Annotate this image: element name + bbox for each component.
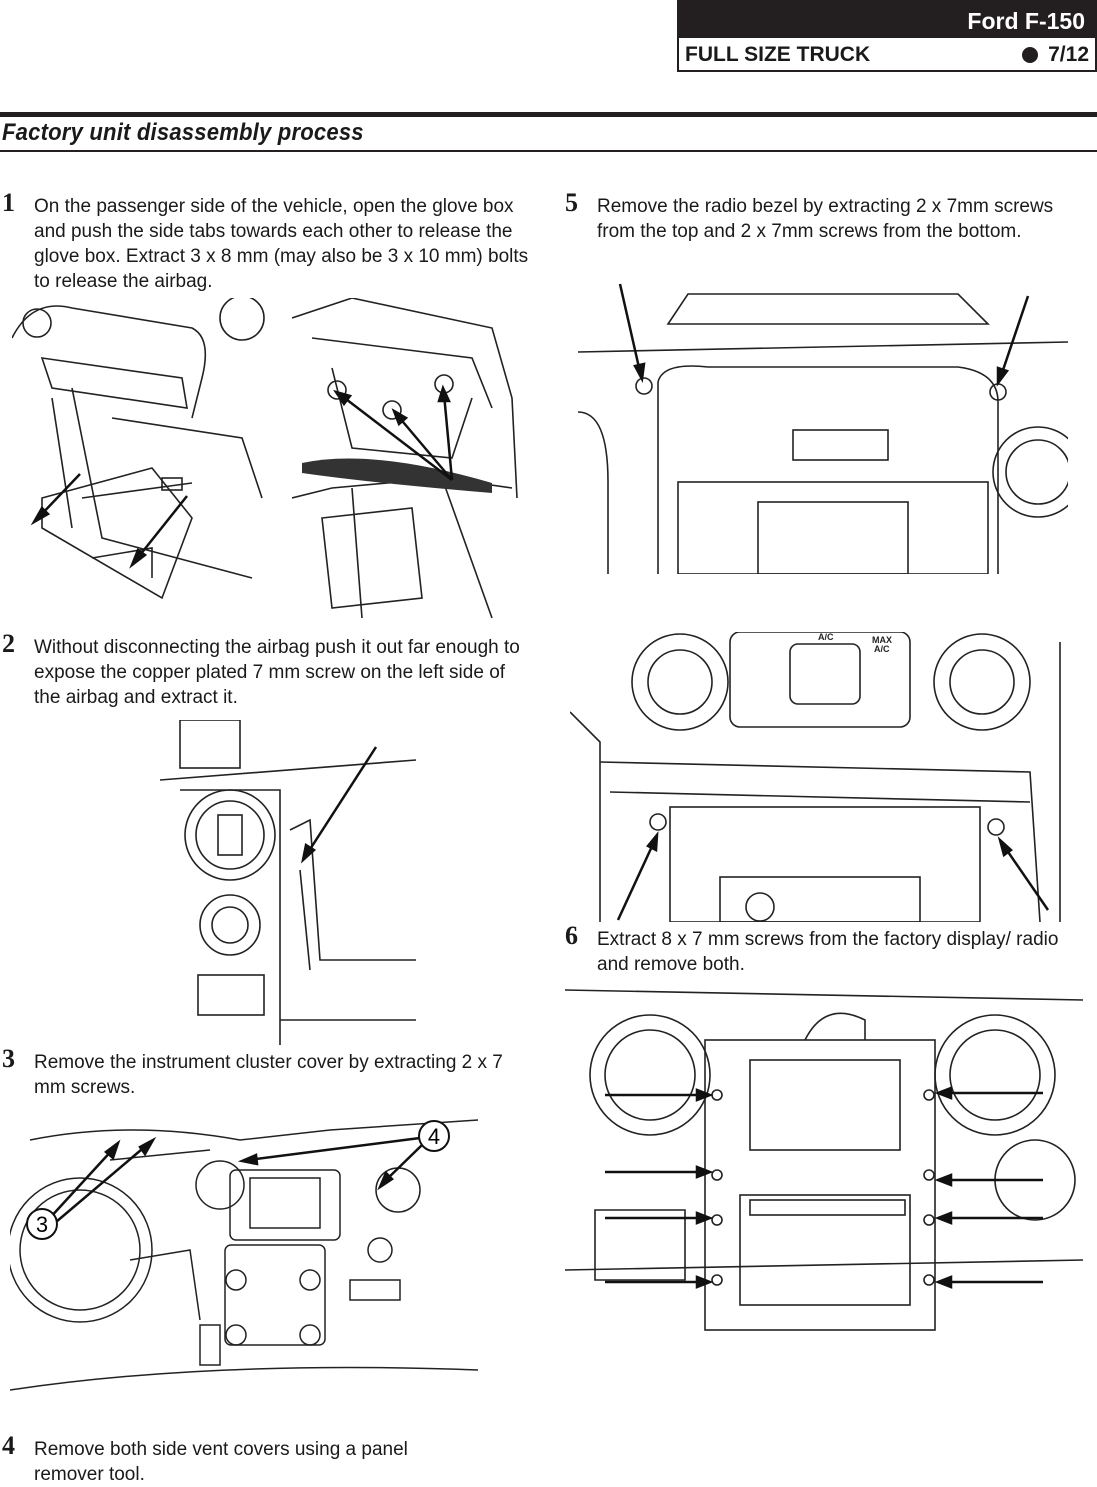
title-rule-bottom bbox=[0, 150, 1097, 152]
bullet-icon bbox=[1022, 47, 1039, 63]
step-number: 3 bbox=[2, 1044, 15, 1073]
radio-bezel-bottom-illustration: A/C MAX A/C bbox=[570, 632, 1061, 922]
vehicle-category: FULL SIZE TRUCK bbox=[685, 43, 871, 66]
callout-3-label: 3 bbox=[36, 1212, 48, 1237]
step-text: Remove the radio bezel by extracting 2 x… bbox=[597, 196, 1054, 242]
ac-label: A/C bbox=[818, 632, 834, 642]
page-number: 7/12 bbox=[1048, 43, 1089, 66]
document-header: Ford F-150 FULL SIZE TRUCK 7/12 bbox=[677, 0, 1097, 72]
radio-bezel-top-illustration bbox=[578, 283, 1068, 574]
callout-3: 3 bbox=[26, 1208, 58, 1240]
callout-4-label: 4 bbox=[428, 1124, 440, 1149]
step-number: 5 bbox=[565, 188, 578, 217]
step-number: 2 bbox=[2, 629, 15, 658]
radio-removal-illustration bbox=[565, 989, 1083, 1331]
header-meta: FULL SIZE TRUCK 7/12 bbox=[679, 38, 1095, 72]
step-text: Extract 8 x 7 mm screws from the factory… bbox=[597, 929, 1059, 975]
airbag-bolts-illustration bbox=[292, 298, 518, 619]
step-text: Without disconnecting the airbag push it… bbox=[34, 637, 520, 708]
step-number: 4 bbox=[2, 1431, 15, 1460]
max-ac-label: A/C bbox=[874, 644, 890, 654]
dashboard-illustration: 4 3 bbox=[10, 1119, 478, 1391]
title-rule-top bbox=[0, 112, 1097, 117]
step-text: On the passenger side of the vehicle, op… bbox=[34, 196, 529, 292]
max-label: MAX bbox=[872, 635, 892, 645]
callout-4: 4 bbox=[418, 1120, 450, 1152]
step-number: 6 bbox=[565, 921, 578, 950]
section-title: Factory unit disassembly process bbox=[2, 119, 364, 146]
airbag-screw-illustration bbox=[160, 720, 416, 1045]
step-text: Remove the instrument cluster cover by e… bbox=[34, 1052, 503, 1098]
step-number: 1 bbox=[2, 188, 15, 217]
page-indicator: 7/12 bbox=[1022, 43, 1089, 67]
vehicle-model: Ford F-150 bbox=[679, 2, 1095, 38]
glovebox-illustration bbox=[12, 298, 265, 600]
